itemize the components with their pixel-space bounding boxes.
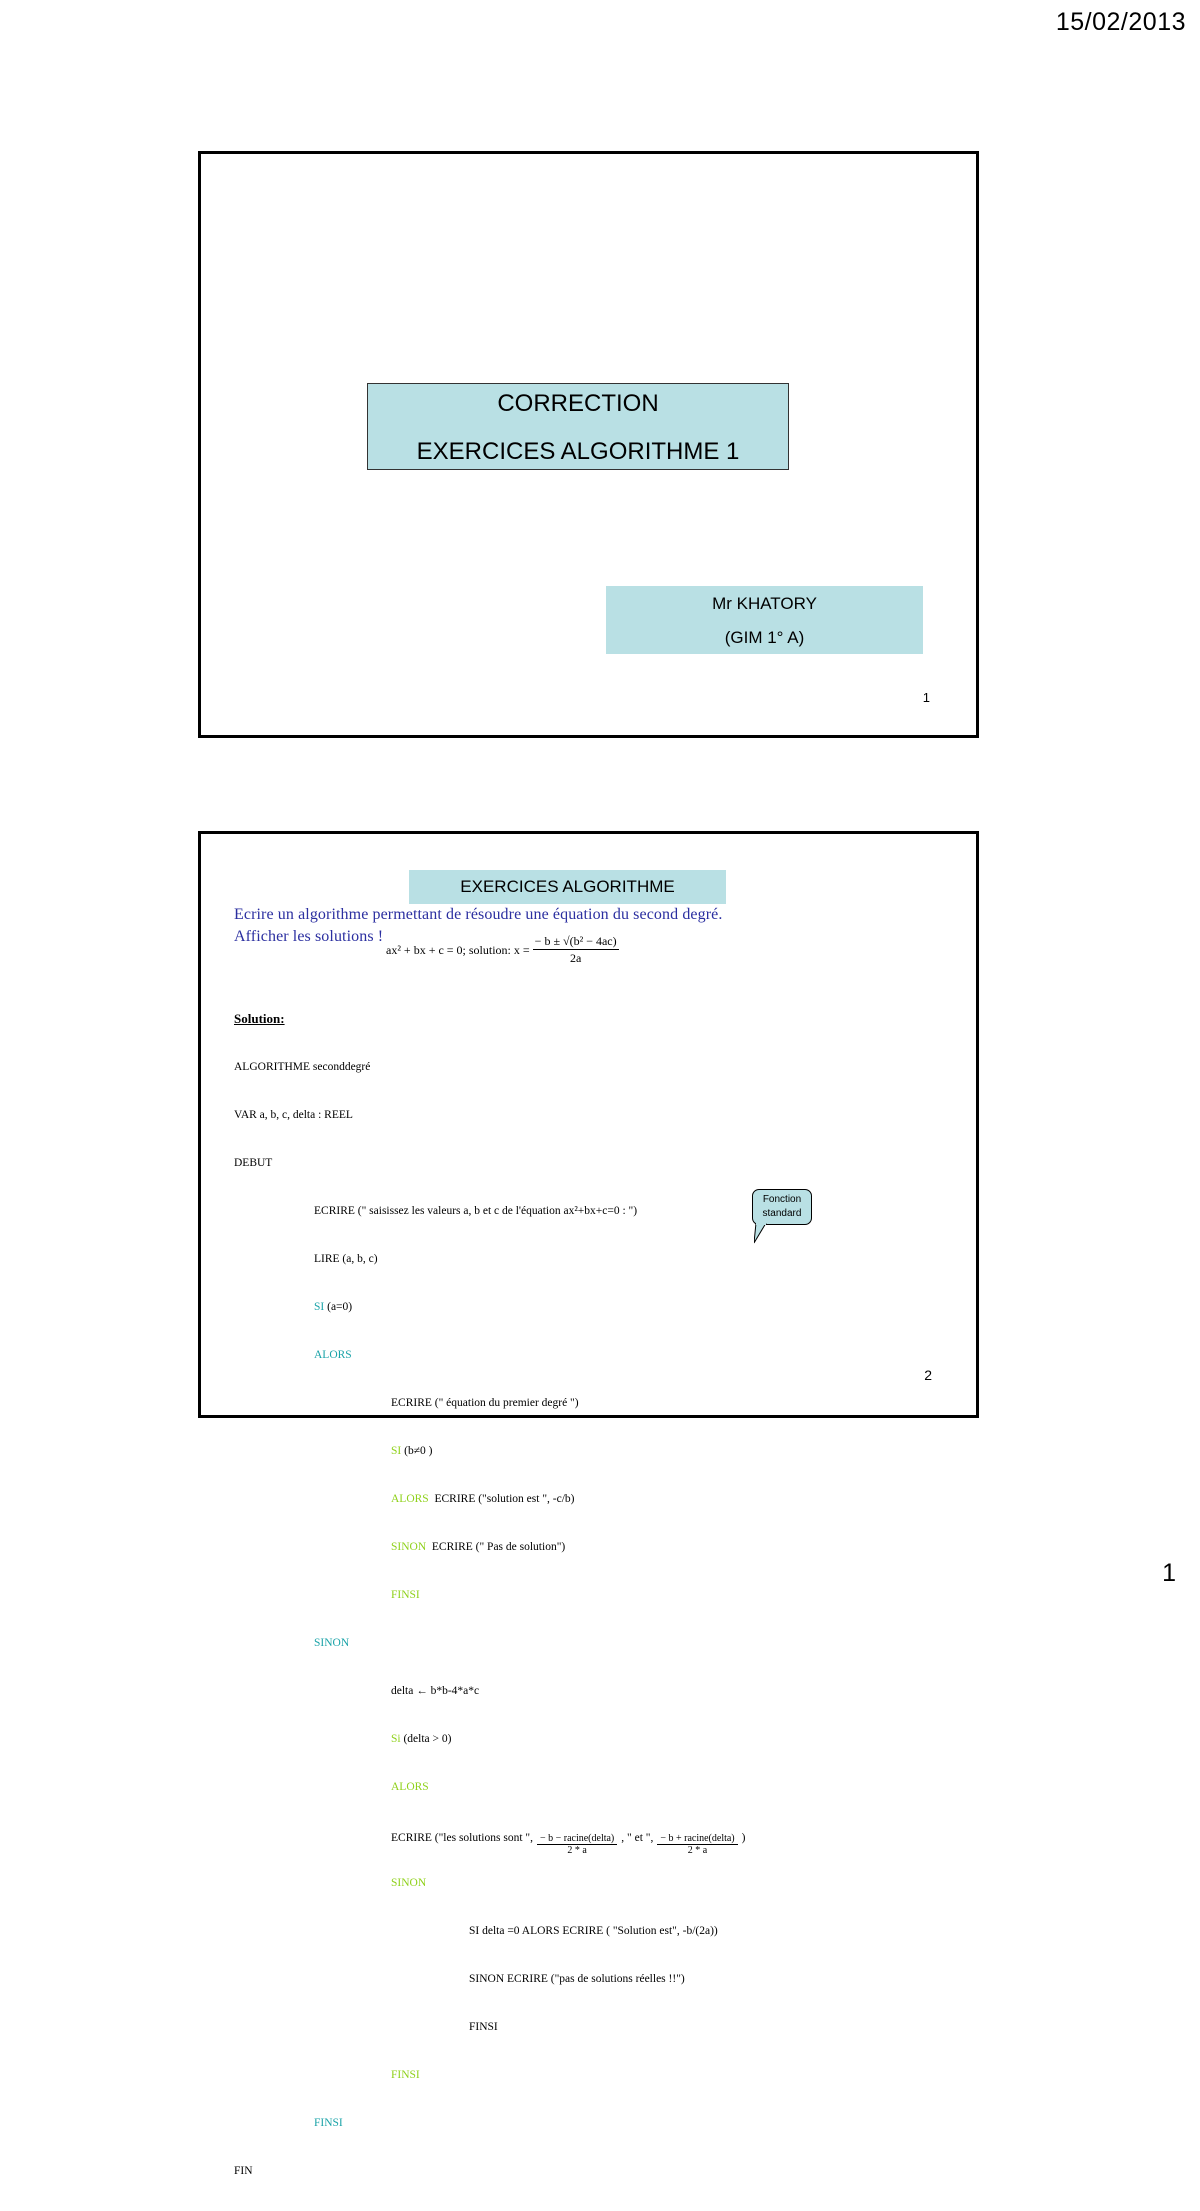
code-line: SINON ECRIRE (" Pas de solution") [234,1539,745,1555]
fraction-numerator: − b − racine(delta) [536,1833,618,1845]
keyword: SINON [391,1877,427,1889]
keyword: FINSI [391,1589,420,1601]
keyword: SINON [314,1637,350,1649]
callout-function-standard: Fonction standard [752,1189,812,1225]
code-line: ALORS ECRIRE ("solution est ", -c/b) [234,1491,745,1507]
code-line: ECRIRE (" saisissez les valeurs a, b et … [314,1205,638,1217]
code-line: SI (a=0) [234,1299,745,1315]
code-line: FIN [234,2165,253,2177]
title-line-2: EXERCICES ALGORITHME 1 [416,438,740,465]
code-text: , " et ", [621,1832,654,1845]
keyword: ALORS [391,1781,429,1793]
fraction-1: − b − racine(delta)2 * a [536,1833,618,1856]
page-number: 1 [1162,1559,1176,1587]
keyword: ALORS [314,1349,352,1361]
keyword: FINSI [314,2117,343,2129]
formula-fraction: − b ± √(b² − 4ac) 2a [532,934,619,966]
code-line: ECRIRE (" équation du premier degré ") [391,1397,579,1409]
code-text: (delta > 0) [400,1733,452,1745]
formula-equation: ax² + bx + c = 0; solution: x = [386,942,530,957]
statement-line-1: Ecrire un algorithme permettant de résou… [234,906,723,923]
solution-label: Solution: [234,1011,285,1026]
fraction-2: − b + racine(delta)2 * a [657,1833,738,1856]
callout-tail-icon [754,1223,767,1244]
code-text: ECRIRE (" Pas de solution") [426,1541,566,1553]
slide-number: 1 [922,690,930,705]
code-text: (a=0) [324,1301,353,1313]
fraction-numerator: − b + racine(delta) [657,1833,738,1845]
callout-line-2: standard [762,1208,802,1219]
author-name: Mr KHATORY [712,594,817,613]
code-line: SINON ECRIRE ("pas de solutions réelles … [469,1973,685,1985]
algorithm-code: Solution: ALGORITHME seconddegré VAR a, … [234,979,745,2211]
code-line: VAR a, b, c, delta : REEL [234,1109,353,1121]
keyword: SI [314,1301,325,1313]
author-class: (GIM 1° A) [724,628,805,647]
slide-2: EXERCICES ALGORITHME Ecrire un algorithm… [198,831,979,2177]
exercise-statement: Ecrire un algorithme permettant de résou… [234,904,722,948]
code-line: FINSI [469,2021,498,2033]
code-line: Si (delta > 0) [234,1731,745,1747]
exercise-title: EXERCICES ALGORITHME [409,870,726,904]
callout-line-1: Fonction [762,1194,802,1205]
keyword: SI [391,1445,402,1457]
slide-1: CORRECTION EXERCICES ALGORITHME 1 Mr KHA… [198,151,979,738]
quadratic-formula: ax² + bx + c = 0; solution: x = − b ± √(… [386,934,619,966]
statement-line-2: Afficher les solutions ! [234,928,384,945]
keyword: SINON [391,1541,427,1553]
title-line-1: CORRECTION [497,390,659,417]
formula-numerator: − b ± √(b² − 4ac) [532,934,619,950]
keyword: ALORS [391,1493,429,1505]
code-line: ALGORITHME seconddegré [234,1061,371,1073]
code-line: SI (b≠0 ) [234,1443,745,1459]
code-text: ) [741,1832,746,1845]
code-text: ECRIRE ("solution est ", -c/b) [428,1493,575,1505]
header-date: 15/02/2013 [1055,8,1186,36]
code-line: DEBUT [234,1157,273,1169]
code-line: delta ← b*b-4*a*c [391,1685,480,1697]
keyword: Si [391,1733,401,1745]
keyword: FINSI [391,2069,420,2081]
code-line: LIRE (a, b, c) [314,1253,378,1265]
author-box: Mr KHATORY (GIM 1° A) [606,586,923,654]
code-line: SI delta =0 ALORS ECRIRE ( "Solution est… [469,1925,718,1937]
formula-denominator: 2a [569,951,582,965]
fraction-denominator: 2 * a [687,1845,708,1856]
code-text: ECRIRE ("les solutions sont ", [391,1832,533,1845]
fraction-denominator: 2 * a [567,1845,587,1856]
code-text: (b≠0 ) [401,1445,433,1457]
code-line: ECRIRE ("les solutions sont ",− b − raci… [234,1827,746,1856]
slide-number: 2 [924,1367,932,1383]
slide-title-box: CORRECTION EXERCICES ALGORITHME 1 [367,383,789,470]
